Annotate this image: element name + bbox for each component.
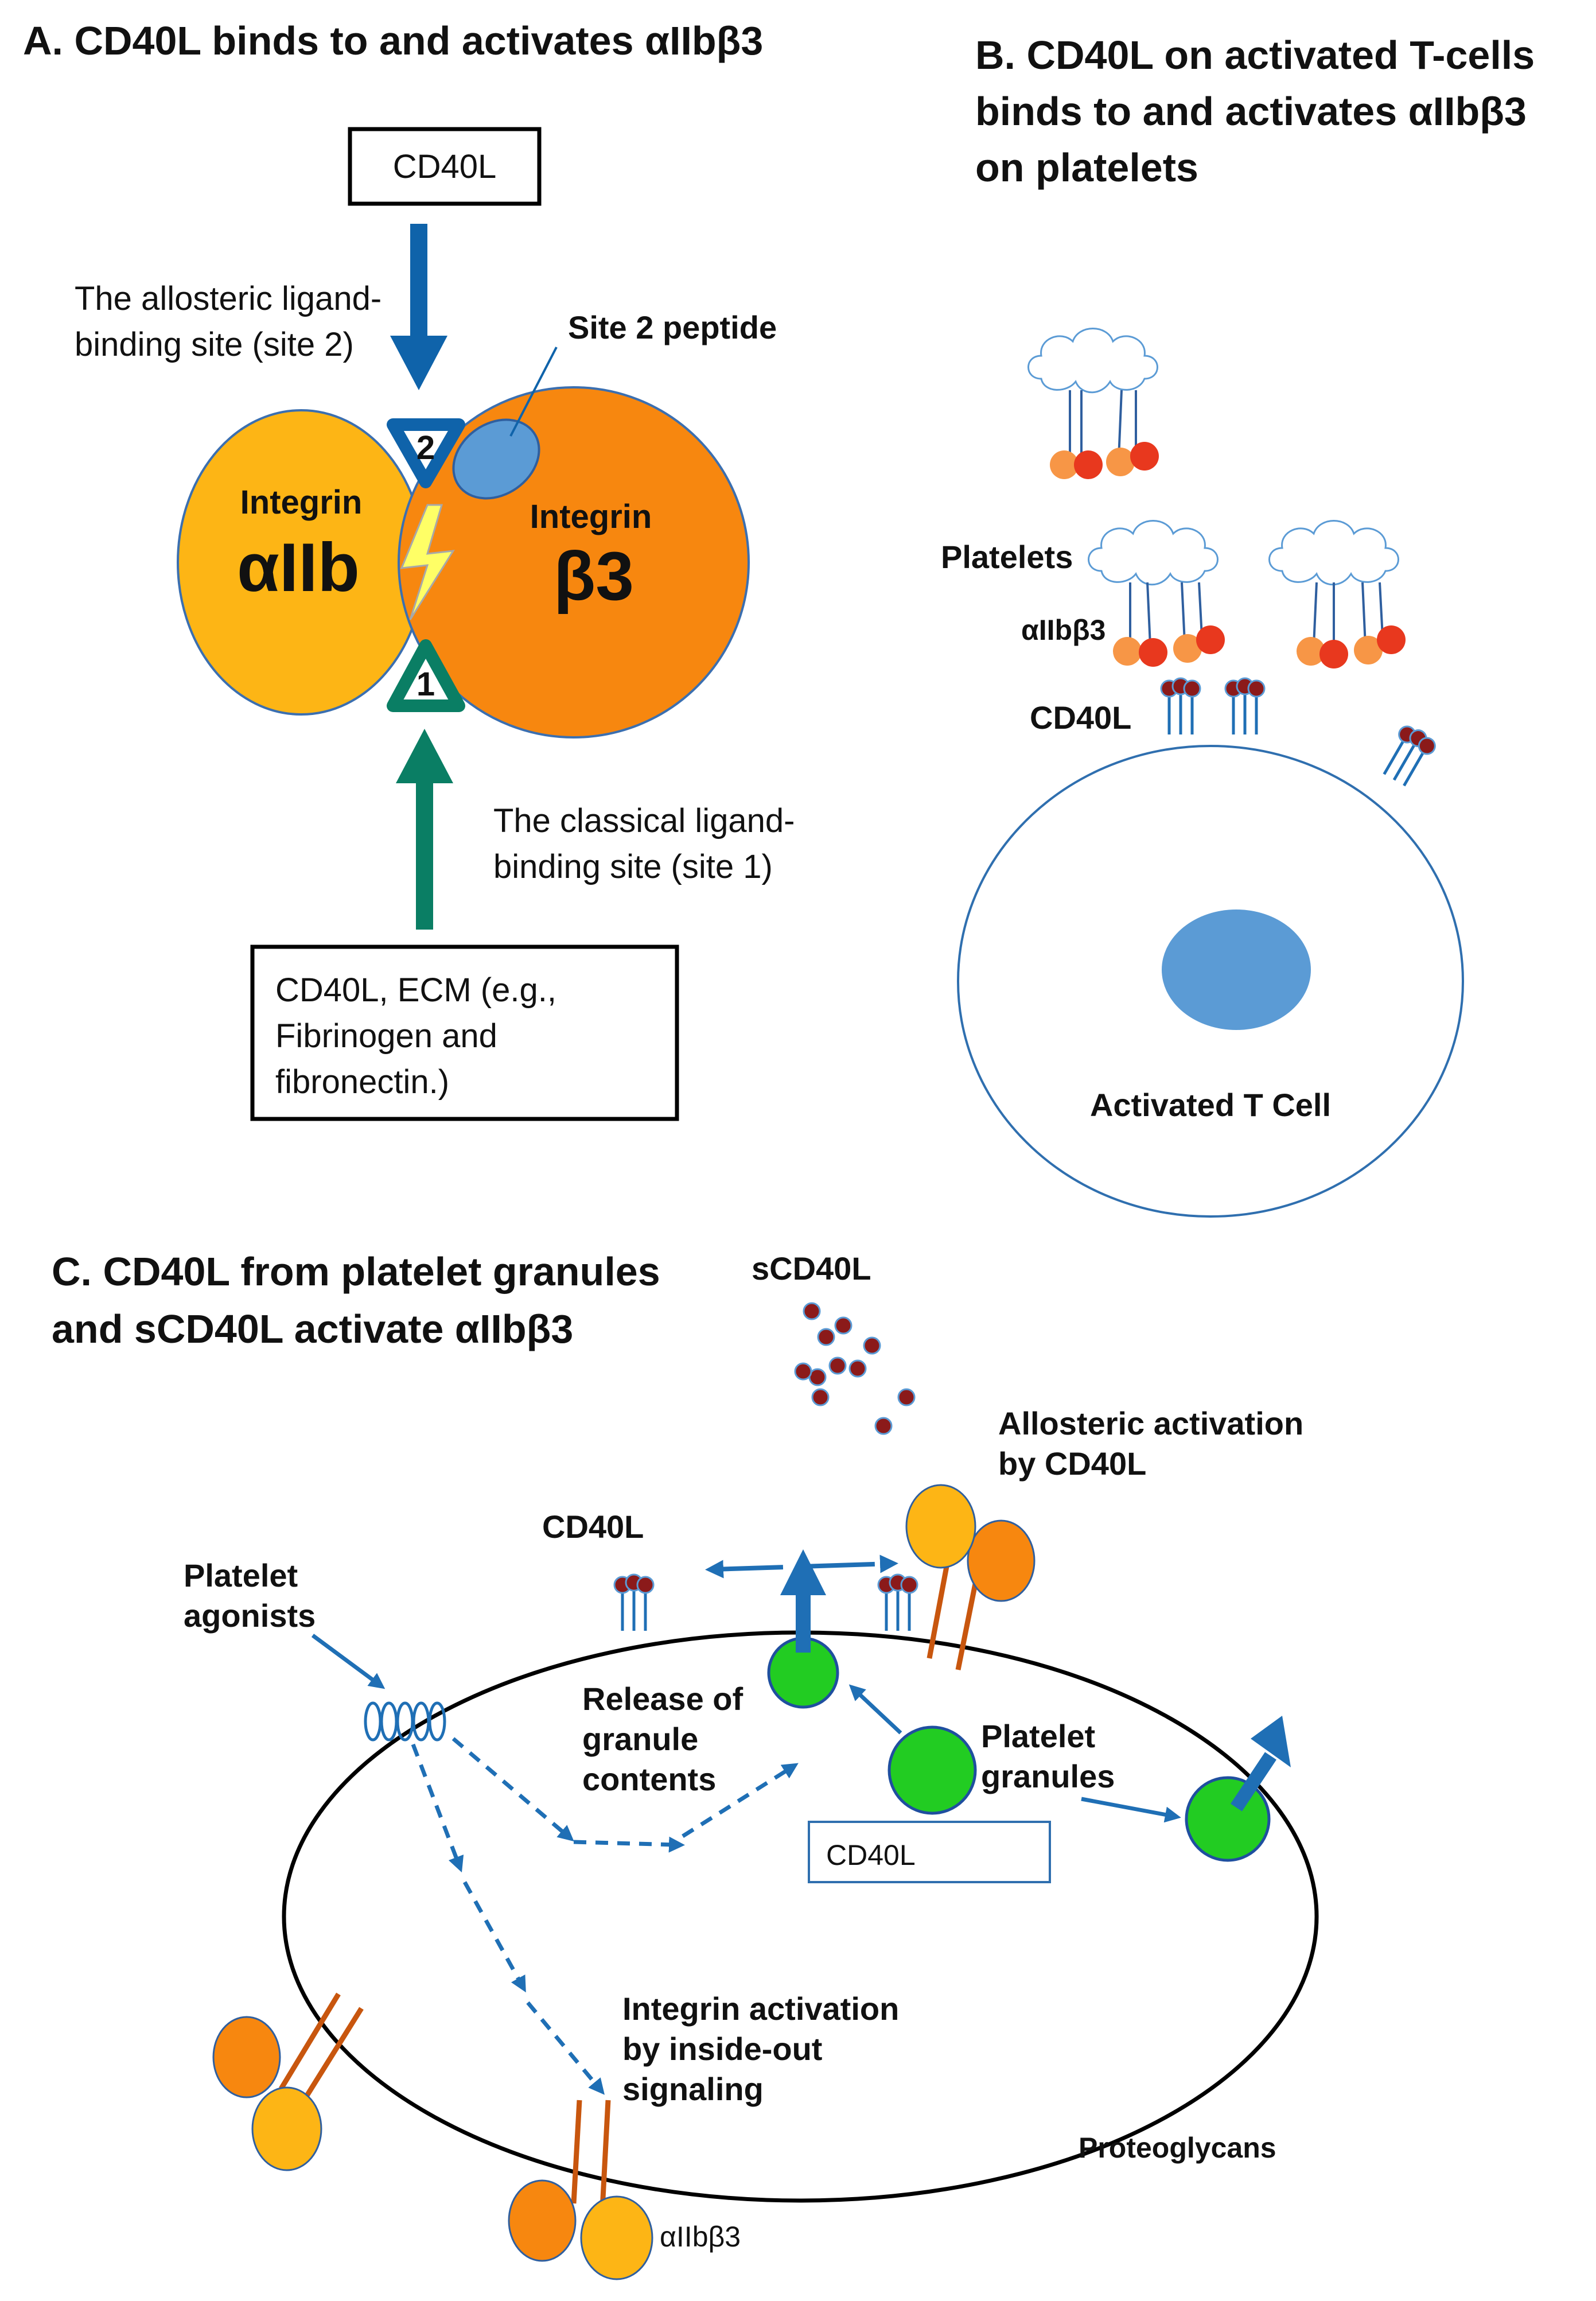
- site2-peptide-shape: [452, 418, 540, 500]
- classical-arrow-head: [396, 729, 453, 783]
- panel-c-title-2: and sCD40L activate αIIbβ3: [52, 1307, 573, 1351]
- site2-peptide-pointer: [509, 347, 558, 437]
- inside-out-label-2: by inside-out: [622, 2031, 822, 2067]
- allosteric-integrin: [905, 1484, 1036, 1670]
- granule-outside-arrow-shaft: [1231, 1752, 1276, 1812]
- top-cd40l-box: [348, 127, 542, 206]
- site2-triangle: [387, 418, 465, 488]
- panel-b-cd40l-label: CD40L: [1030, 699, 1131, 736]
- integrin-b3-word: Integrin: [530, 498, 652, 535]
- signaling-paths: [411, 1737, 799, 2095]
- bottom-box-line-3: fibronectin.): [275, 1063, 449, 1101]
- site1-triangle: [387, 639, 465, 712]
- release-label-3: contents: [582, 1761, 716, 1797]
- panel-b-title-3: on platelets: [975, 145, 1198, 190]
- allosteric-site-label-1: The allosteric ligand-: [75, 280, 382, 317]
- release-label-2: granule: [582, 1721, 698, 1757]
- scd40l-molecules: [794, 1302, 916, 1435]
- bottom-box-line-1: CD40L, ECM (e.g.,: [275, 971, 556, 1009]
- t-cell-label: Activated T Cell: [1090, 1087, 1331, 1123]
- integrin-aiib-symbol: αIIb: [237, 529, 360, 606]
- granules-label-2: granules: [981, 1758, 1115, 1794]
- bottom-ligand-box: [250, 945, 679, 1121]
- panel-c-title-1: C. CD40L from platelet granules: [52, 1249, 660, 1294]
- integrin-bottom: [508, 2100, 653, 2280]
- t-cell-nucleus: [1162, 909, 1311, 1030]
- agonist-arrow: [311, 1634, 386, 1689]
- allosteric-site-label-2: binding site (site 2): [75, 326, 354, 363]
- panel-a-title: A. CD40L binds to and activates αIIbβ3: [23, 18, 763, 63]
- granule-outside: [1185, 1776, 1271, 1862]
- membrane-cd40l-1: [614, 1575, 653, 1631]
- granule-outside-arrow-head: [1251, 1716, 1291, 1767]
- allosteric-activation-label-2: by CD40L: [998, 1445, 1146, 1482]
- gpcr-receptor-icon: [364, 1701, 446, 1742]
- bottom-box-line-2: Fibrinogen and: [275, 1017, 497, 1055]
- granules-label-1: Platelet: [981, 1718, 1095, 1754]
- granule-move-arrow: [848, 1684, 902, 1735]
- granule-exit-arrow: [1081, 1797, 1181, 1823]
- panel-b-title-1: B. CD40L on activated T-cells: [975, 33, 1535, 77]
- integrin-left: [212, 1992, 364, 2171]
- panel-b-title-2: binds to and activates αIIbβ3: [975, 89, 1527, 134]
- panel-b: B. CD40L on activated T-cells binds to a…: [941, 33, 1535, 1218]
- allosteric-arrow-head: [390, 336, 447, 390]
- proteoglycans-label: Proteoglycans: [1079, 2132, 1276, 2164]
- t-cell-cd40l-3: [1377, 721, 1439, 790]
- t-cell-cd40l-1: [1161, 678, 1200, 734]
- integrin-b3-symbol: β3: [554, 538, 634, 615]
- panel-c: C. CD40L from platelet granules and sCD4…: [52, 1249, 1319, 2280]
- granule-cd40l-box: [808, 1821, 1051, 1883]
- release-label-1: Release of: [582, 1681, 743, 1717]
- classical-site-label-2: binding site (site 1): [493, 848, 773, 885]
- inside-out-label-3: signaling: [622, 2071, 764, 2107]
- site2-peptide-label: Site 2 peptide: [568, 309, 777, 345]
- panel-a: A. CD40L binds to and activates αIIbβ3 C…: [23, 18, 795, 1121]
- cd40l-exchange-arrow: [705, 1554, 898, 1579]
- inside-out-label-1: Integrin activation: [622, 1991, 899, 2027]
- panel-c-aiib-b3-label: αIIbβ3: [660, 2221, 741, 2253]
- granule-release-arrow-head: [780, 1549, 826, 1595]
- platelet-membrane: [282, 1630, 1319, 2203]
- scd40l-label: sCD40L: [752, 1250, 871, 1286]
- platelets-label: Platelets: [941, 539, 1073, 575]
- membrane-cd40l-2: [878, 1575, 917, 1631]
- panel-c-cd40l-label: CD40L: [542, 1509, 644, 1545]
- integrin-aiib-word: Integrin: [240, 484, 363, 521]
- platelet-1: [1027, 328, 1159, 479]
- classical-site-label-1: The classical ligand-: [493, 802, 795, 839]
- activation-bolt-icon: [400, 504, 455, 620]
- granule-central: [887, 1725, 977, 1815]
- site2-number: 2: [416, 429, 435, 467]
- site1-number: 1: [416, 666, 435, 703]
- platelet-2: [1088, 520, 1225, 667]
- t-cell-cd40l-2: [1225, 678, 1264, 734]
- panel-b-aiib-b3-label: αIIbβ3: [1021, 614, 1105, 646]
- platelet-3: [1268, 520, 1406, 668]
- allosteric-activation-label-1: Allosteric activation: [998, 1405, 1303, 1441]
- agonists-label-1: Platelet: [184, 1557, 298, 1593]
- top-cd40l-box-label: CD40L: [393, 148, 497, 185]
- agonists-label-2: agonists: [184, 1598, 316, 1634]
- granule-cd40l-box-label: CD40L: [826, 1839, 916, 1871]
